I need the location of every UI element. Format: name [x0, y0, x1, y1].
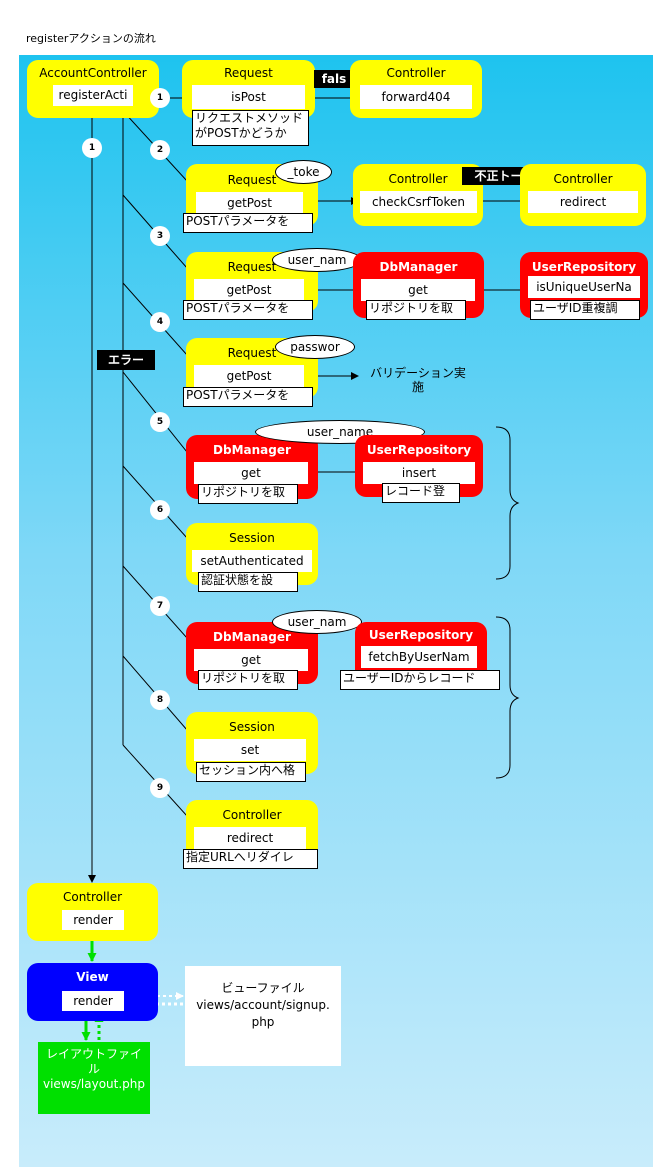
s3-dbmanager-note: リポジトリを取: [366, 300, 466, 320]
s7-username-param: user_nam: [272, 610, 362, 634]
s5-dbmanager-note: リポジトリを取: [198, 484, 298, 504]
s7-fetchbyusername-method: fetchByUserNam: [361, 646, 477, 668]
s6-setauthenticated-method: setAuthenticated: [192, 550, 312, 572]
s3-userrepo-header: UserRepository: [531, 260, 637, 274]
step-number: 2: [150, 140, 170, 160]
s3-get-method: get: [361, 279, 475, 301]
s7-get-method: get: [194, 649, 308, 671]
s2-checkcsrftoken-method: checkCsrfToken: [360, 191, 477, 213]
view-file-doc: ビューファイル views/account/signup. php: [185, 966, 341, 1066]
s4-getpost-method: getPost: [194, 365, 304, 387]
s1-controller-node: Controller forward404: [350, 60, 482, 118]
account-controller-node: AccountController registerActi: [27, 60, 159, 118]
s3-username-param: user_nam: [272, 248, 362, 272]
s5-userrepo-header: UserRepository: [366, 443, 472, 457]
s4-request-header: Request: [227, 346, 277, 360]
s3-dbmanager-header: DbManager: [379, 260, 458, 274]
s3-request-header: Request: [227, 260, 277, 274]
s1-forward404-method: forward404: [360, 85, 472, 109]
error-label: エラー: [97, 350, 155, 370]
s2-request-note: POSTパラメータを: [183, 213, 313, 233]
render-controller-header: Controller: [62, 890, 123, 904]
step-number: 4: [150, 312, 170, 332]
s7-dbmanager-header: DbManager: [213, 630, 291, 644]
s2-token-param: _toke: [275, 160, 332, 184]
s3-isuniqueusername-method: isUniqueUserNa: [528, 276, 640, 298]
fals-label: fals: [314, 70, 354, 88]
s2-controller-header: Controller: [388, 172, 448, 186]
account-controller-header: AccountController: [39, 66, 147, 80]
register-action-method: registerActi: [53, 85, 133, 106]
s8-session-header: Session: [229, 720, 275, 734]
s1-request-header: Request: [224, 66, 273, 80]
s3-getpost-method: getPost: [194, 279, 304, 301]
view-file-text: ビューファイル views/account/signup. php: [196, 981, 330, 1029]
s8-set-method: set: [194, 739, 306, 761]
view-node: View render: [27, 963, 158, 1021]
s2-controller2-node: Controller redirect: [520, 164, 646, 226]
s7-userrepo-header: UserRepository: [368, 628, 474, 642]
step-number: 7: [150, 596, 170, 616]
step-number: 6: [150, 500, 170, 520]
s5-insert-method: insert: [363, 462, 475, 484]
s2-controller2-header: Controller: [553, 172, 613, 186]
step-number: 5: [150, 412, 170, 432]
s5-username-param: user_name: [255, 420, 425, 444]
s2-controller-node: Controller checkCsrfToken: [353, 164, 483, 226]
s5-userrepo-note: レコード登: [382, 483, 460, 503]
layout-file-text: レイアウトファイ ル views/layout.php: [42, 1047, 146, 1091]
render-controller-node: Controller render: [27, 883, 158, 941]
s7-userrepo-note: ユーザーIDからレコード: [340, 670, 500, 690]
validation-label: バリデーション実 施: [370, 366, 466, 394]
s2-request-header: Request: [227, 173, 277, 187]
s2-redirect-method: redirect: [528, 191, 638, 213]
step-number: 9: [150, 778, 170, 798]
error-step-number: 1: [82, 138, 102, 158]
step-number: 3: [150, 226, 170, 246]
s9-controller-header: Controller: [222, 808, 282, 822]
step-number: 8: [150, 690, 170, 710]
view-render-method: render: [62, 991, 124, 1011]
s1-ispost-method: isPost: [192, 85, 305, 109]
s5-dbmanager-header: DbManager: [213, 443, 291, 457]
render-controller-method: render: [62, 910, 124, 930]
s9-controller-note: 指定URLへリダイレ: [183, 849, 318, 869]
page-title: registerアクションの流れ: [26, 32, 156, 45]
s7-dbmanager-note: リポジトリを取: [198, 670, 298, 690]
s4-password-param: passwor: [275, 335, 355, 359]
s6-session-note: 認証状態を設: [198, 572, 298, 592]
s2-getpost-method: getPost: [196, 192, 303, 214]
step-number: 1: [150, 88, 170, 108]
layout-file-doc: レイアウトファイ ル views/layout.php: [38, 1042, 150, 1114]
s8-session-note: セッション内へ格: [196, 762, 306, 782]
s9-redirect-method: redirect: [194, 827, 306, 849]
view-header: View: [76, 970, 109, 984]
s5-userrepo-node: UserRepository insert: [355, 435, 483, 497]
s3-request-note: POSTパラメータを: [183, 300, 313, 320]
s1-controller-header: Controller: [386, 66, 446, 80]
s6-session-header: Session: [229, 531, 275, 545]
s4-request-note: POSTパラメータを: [183, 387, 313, 407]
s1-request-node: Request isPost: [182, 60, 315, 118]
s1-request-note: リクエストメソッド がPOSTかどうか: [192, 110, 309, 146]
s3-userrepo-note: ユーザID重複調: [530, 300, 640, 320]
s5-get-method: get: [194, 462, 308, 484]
